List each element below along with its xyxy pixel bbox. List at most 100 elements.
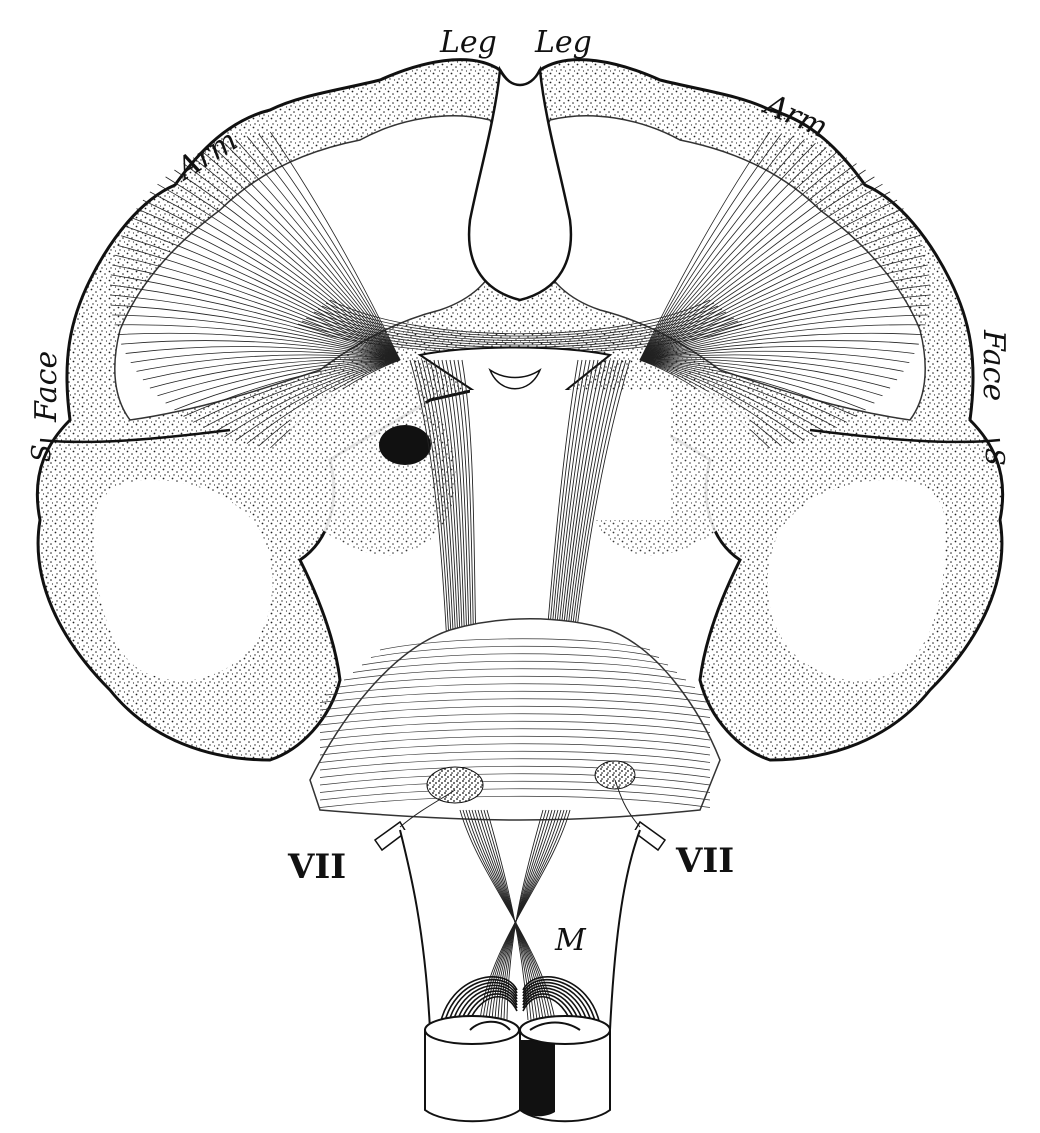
decussation-arc [455,987,518,1026]
temporal-lobe-left-white [94,480,273,681]
spinal-cord-section [424,1015,611,1123]
corona-fibre [183,163,401,361]
corona-fibre [114,324,401,361]
corona-fibre [639,359,866,411]
corona-fibre [183,359,401,417]
pontine-fibre [319,690,711,703]
corona-fibre [258,133,401,361]
corona-fibre [639,294,930,361]
pontine-fibre [343,668,687,681]
label-leg-right: Leg [534,25,592,60]
corona-fibre [224,142,401,361]
corona-fibre [639,163,857,361]
callosal-fibre [309,314,731,346]
label-face-right: Face [976,329,1011,401]
callosal-fibre [329,299,711,335]
decussation-arc [522,976,601,1026]
anatomical-labels: Leg Leg Arm Arm Face Face S S VII VII M [27,25,1011,958]
corona-fibre [136,208,401,361]
decussation-arc [522,984,589,1026]
corona-fibre [639,147,827,361]
pontine-fibre [319,735,711,748]
corona-fibre [639,359,837,429]
longitudinal-fissure [467,65,573,302]
corona-fibre [639,217,910,361]
decussation-arc [522,978,597,1026]
corona-fibre [639,324,926,361]
decussation-arc [451,984,518,1026]
corona-fibre [639,354,904,372]
label-vii-left: VII [287,847,346,887]
corona-fibre [165,359,401,404]
corona-fibre [117,245,401,361]
corona-fibre [110,284,401,361]
decussation-arc [443,978,518,1026]
pontine-fibre [319,795,711,808]
callosal-fibre [313,311,727,344]
corona-fibre [174,169,401,361]
corona-fibre [157,359,401,397]
pontine-fibre [379,638,651,651]
corona-fibre [639,183,883,361]
corona-fibre [639,359,805,441]
pontine-fibre [319,743,711,756]
corona-fibre [224,359,401,438]
decussation-arc [447,981,518,1026]
label-s-left: S [27,444,57,462]
decussation-arc [439,976,518,1026]
corona-fibre [639,284,930,361]
corona-fibre [639,208,904,361]
corona-fibre [639,245,923,361]
pontine-fibre [319,750,711,763]
corona-fibre [639,340,919,361]
corona-radiata-fibres [110,131,930,449]
corona-fibre [639,359,827,433]
pontine-fibre [319,765,711,778]
corona-fibre [246,359,401,444]
pontine-fibre [319,788,711,801]
corona-fibre [213,359,401,433]
corona-fibre [142,199,401,361]
pontine-fibre [319,705,711,718]
pontine-fibre [319,758,711,771]
label-leg-left: Leg [439,25,497,60]
corona-fibre [639,359,847,423]
corona-fibre [639,357,898,381]
internal-capsule-node [379,425,431,465]
corona-fibre [639,359,794,444]
corona-fibre [639,359,883,397]
corona-fibre [639,199,898,361]
decussation-arc [522,990,581,1026]
corona-fibre [125,226,401,361]
corona-fibre [142,357,401,381]
decussation-arc [522,981,593,1026]
pyramidal-decussation [439,976,601,1026]
callosal-fibre [321,305,719,339]
corona-fibre [117,332,401,361]
temporal-lobe-right-white [767,480,946,681]
corona-fibre [639,169,866,361]
corona-fibre [639,314,928,361]
corona-fibre [639,226,915,361]
pontine-fibre [361,653,669,666]
corona-fibre [112,264,401,361]
corona-fibre [110,274,401,361]
corona-fibre [639,350,910,363]
decussation-arc [459,990,518,1026]
corona-fibre [639,359,816,438]
corona-fibre [639,274,930,361]
facial-nucleus-right [594,760,636,790]
corona-fibre [639,358,891,389]
corona-fibre [149,358,401,389]
pontine-fibre [319,713,711,726]
pontine-fibre [319,698,711,711]
corona-fibre [639,176,875,361]
corona-fibre [110,294,401,361]
corona-fibre [639,346,915,361]
medulla-oblongata [399,809,641,1123]
label-s-right: S [979,448,1009,466]
label-vii-right: VII [675,841,734,881]
corona-fibre [125,346,401,361]
corona-fibre [639,133,782,361]
